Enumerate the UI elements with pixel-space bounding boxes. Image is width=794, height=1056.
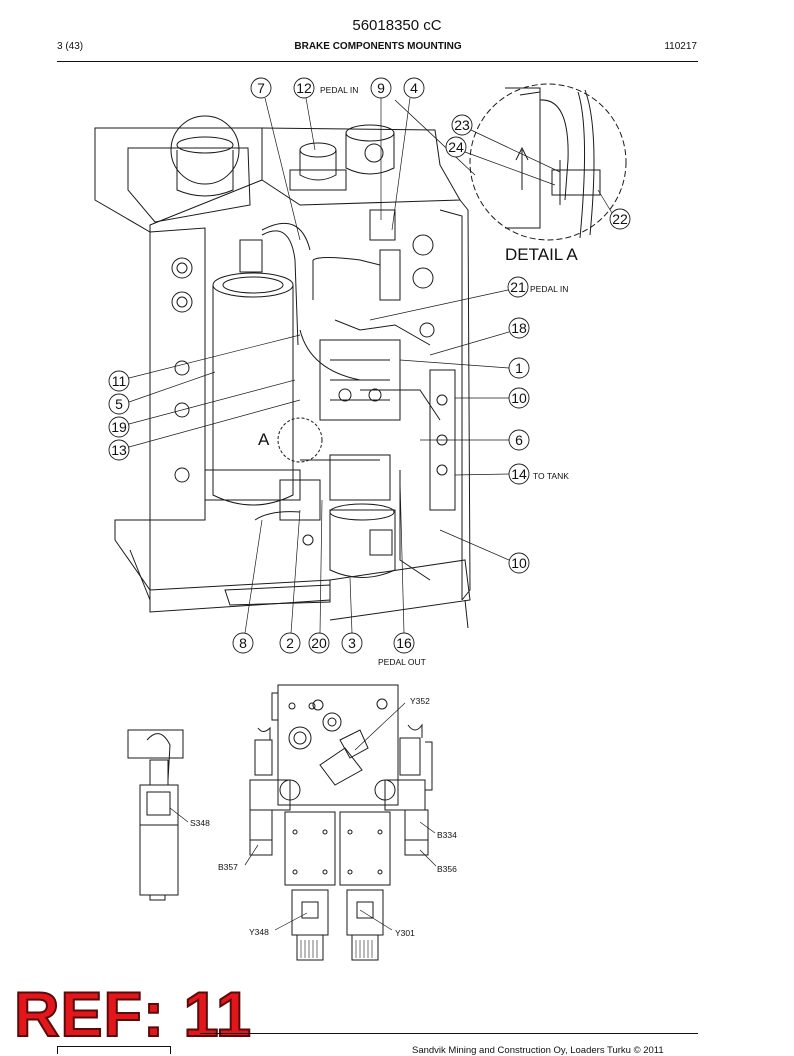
label-b357: B357 <box>218 862 238 872</box>
svg-text:6: 6 <box>515 432 523 448</box>
svg-text:24: 24 <box>448 139 464 155</box>
header-rule <box>57 61 698 62</box>
callout-6: 6 <box>420 429 530 451</box>
svg-text:20: 20 <box>311 635 327 651</box>
footer-rule <box>200 1033 698 1034</box>
callout-18: 18 <box>429 317 530 356</box>
callout-22: 22 <box>597 189 631 230</box>
svg-text:23: 23 <box>454 117 470 133</box>
label-y301: Y301 <box>395 928 415 938</box>
callout-19: 19 <box>108 379 296 438</box>
callout-14: 14 <box>454 463 530 485</box>
document-date: 110217 <box>664 41 697 52</box>
callout-9: 9 <box>370 77 392 220</box>
callout-2: 2 <box>279 509 301 654</box>
svg-text:4: 4 <box>410 80 418 96</box>
page-title: BRAKE COMPONENTS MOUNTING <box>294 41 462 52</box>
callout-1: 1 <box>399 357 530 379</box>
svg-text:3: 3 <box>348 635 356 651</box>
svg-text:19: 19 <box>111 419 127 435</box>
callout-20: 20 <box>308 499 330 654</box>
svg-text:10: 10 <box>511 390 527 406</box>
callout-16: 16 <box>393 479 415 654</box>
svg-text:7: 7 <box>257 80 265 96</box>
svg-text:21: 21 <box>510 279 526 295</box>
svg-text:1: 1 <box>515 360 523 376</box>
label-pedal-in-top: PEDAL IN <box>320 85 358 95</box>
callout-bubbles: 7 12 9 4 23 24 22 <box>108 77 631 654</box>
label-y348: Y348 <box>249 927 269 937</box>
svg-text:11: 11 <box>112 373 127 389</box>
callout-24: 24 <box>445 136 556 186</box>
callout-23: 23 <box>451 114 561 173</box>
main-assembly <box>94 115 471 629</box>
lower-components <box>127 684 437 961</box>
callout-11: 11 <box>108 334 301 392</box>
svg-text:10: 10 <box>511 555 527 571</box>
callout-13: 13 <box>108 399 301 461</box>
callout-10-upper: 10 <box>455 387 530 409</box>
label-b334: B334 <box>437 830 457 840</box>
svg-text:18: 18 <box>511 320 527 336</box>
detail-a-marker: A <box>258 430 270 449</box>
callout-4: 4 <box>391 77 425 231</box>
callout-21: 21 <box>369 276 529 321</box>
svg-text:5: 5 <box>115 396 123 412</box>
label-pedal-in-right: PEDAL IN <box>530 284 568 294</box>
annotation-labels: PEDAL IN PEDAL IN TO TANK PEDAL OUT DETA… <box>190 85 578 938</box>
svg-text:12: 12 <box>296 80 312 96</box>
svg-text:14: 14 <box>511 466 527 482</box>
detail-a-title: DETAIL A <box>505 245 578 264</box>
label-b356: B356 <box>437 864 457 874</box>
sandvik-logo <box>57 1046 171 1054</box>
svg-text:8: 8 <box>239 635 247 651</box>
svg-text:2: 2 <box>286 635 294 651</box>
page-number: 3 (43) <box>57 41 84 52</box>
callout-8: 8 <box>232 519 263 654</box>
ref-stamp: REF: 11 <box>13 980 253 1050</box>
label-s348: S348 <box>190 818 210 828</box>
svg-text:16: 16 <box>396 635 412 651</box>
svg-text:13: 13 <box>111 442 127 458</box>
footer-copyright: Sandvik Mining and Construction Oy, Load… <box>412 1045 664 1056</box>
svg-text:9: 9 <box>377 80 385 96</box>
callout-12: 12 <box>293 77 316 151</box>
callout-7: 7 <box>250 77 301 241</box>
callout-10-lower: 10 <box>439 529 530 574</box>
callout-5: 5 <box>108 371 216 415</box>
detail-a-view <box>394 83 627 241</box>
label-y352: Y352 <box>410 696 430 706</box>
document-number: 56018350 cC <box>352 17 442 34</box>
svg-text:22: 22 <box>612 211 628 227</box>
label-pedal-out: PEDAL OUT <box>378 657 426 667</box>
label-to-tank: TO TANK <box>533 471 569 481</box>
callout-3: 3 <box>341 577 363 654</box>
